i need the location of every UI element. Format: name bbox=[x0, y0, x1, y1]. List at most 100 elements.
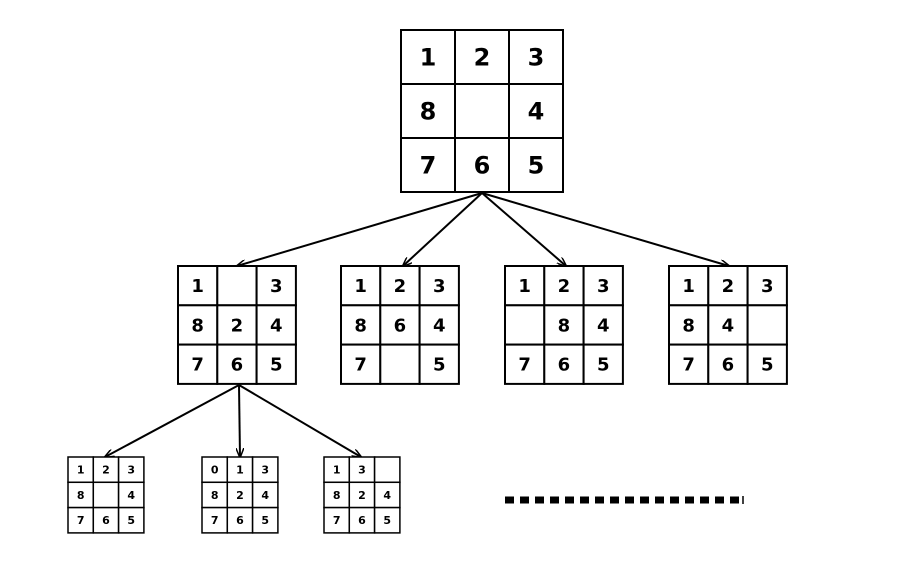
board-cell bbox=[746, 265, 788, 307]
tile-number: 2 bbox=[231, 315, 244, 336]
board-cell bbox=[177, 343, 219, 385]
board-cell bbox=[117, 506, 145, 534]
level1-board-3: 1 2 3 8 4 7 6 5 bbox=[504, 265, 624, 385]
edge-root-to-board-3 bbox=[481, 192, 566, 266]
edge-root-to-board-2 bbox=[403, 192, 483, 266]
tile-number: 7 bbox=[420, 152, 437, 180]
board-cell bbox=[400, 137, 456, 193]
board-cell bbox=[323, 506, 351, 534]
tile-number: 3 bbox=[433, 276, 446, 297]
tile-number: 7 bbox=[77, 514, 85, 527]
board-cell bbox=[454, 83, 510, 139]
tile-number: 5 bbox=[761, 355, 774, 376]
tile-number: 2 bbox=[722, 276, 735, 297]
tile-number: 7 bbox=[211, 514, 219, 527]
board-cell bbox=[216, 343, 258, 385]
tile-number: 4 bbox=[528, 98, 545, 126]
tile-number: 5 bbox=[270, 355, 283, 376]
tile-number: 4 bbox=[127, 489, 135, 502]
tile-number: 3 bbox=[127, 464, 135, 477]
board-cell bbox=[117, 456, 145, 484]
tile-number: 7 bbox=[518, 355, 531, 376]
tile-number: 6 bbox=[236, 514, 244, 527]
edge-root-to-board-1 bbox=[237, 192, 483, 266]
board-cell bbox=[504, 343, 546, 385]
tile-number: 2 bbox=[236, 489, 244, 502]
board-cell bbox=[226, 481, 254, 509]
board-cell bbox=[379, 343, 421, 385]
tile-number: 1 bbox=[420, 44, 437, 72]
tile-number: 1 bbox=[333, 464, 341, 477]
puzzle-boards: 1 2 3 8 4 7 6 5 1 3 8 2 4 7 6 5 1 2 3 8 6 4 7 5 1 2 3 8 4 7 6 5 1 2 3 8 4 7 6 5… bbox=[67, 29, 788, 534]
tile-number: 1 bbox=[682, 276, 695, 297]
tile-number: 4 bbox=[383, 489, 391, 502]
board-cell bbox=[400, 83, 456, 139]
board-cell bbox=[216, 304, 258, 346]
board-cell bbox=[746, 304, 788, 346]
tile-number: 1 bbox=[236, 464, 244, 477]
board-cell bbox=[92, 481, 120, 509]
tile-number: 4 bbox=[261, 489, 269, 502]
tile-number: 7 bbox=[333, 514, 341, 527]
tile-number: 5 bbox=[261, 514, 269, 527]
tile-number: 7 bbox=[354, 355, 367, 376]
board-cell bbox=[373, 456, 401, 484]
tile-number: 2 bbox=[394, 276, 407, 297]
tile-number: 7 bbox=[682, 355, 695, 376]
tile-number: 8 bbox=[682, 315, 695, 336]
tile-number: 2 bbox=[558, 276, 571, 297]
board-cell bbox=[255, 304, 297, 346]
tile-number: 3 bbox=[597, 276, 610, 297]
tile-number: 2 bbox=[474, 44, 491, 72]
board-cell bbox=[340, 304, 382, 346]
board-cell bbox=[348, 481, 376, 509]
board-cell bbox=[582, 343, 624, 385]
edge-board-1-to-child-2 bbox=[239, 384, 240, 457]
board-cell bbox=[707, 265, 749, 307]
tile-number: 3 bbox=[528, 44, 545, 72]
edges-level1-to-level2 bbox=[105, 384, 361, 457]
board-cell bbox=[255, 343, 297, 385]
board-cell bbox=[418, 343, 460, 385]
tile-number: 8 bbox=[211, 489, 219, 502]
board-cell bbox=[348, 506, 376, 534]
tile-number: 6 bbox=[558, 355, 571, 376]
board-cell bbox=[668, 343, 710, 385]
tile-number: 3 bbox=[761, 276, 774, 297]
board-cell bbox=[418, 265, 460, 307]
edges-root-to-level1 bbox=[237, 192, 729, 266]
tile-number: 8 bbox=[354, 315, 367, 336]
board-cell bbox=[67, 506, 95, 534]
tile-number: 6 bbox=[474, 152, 491, 180]
board-cell bbox=[508, 137, 564, 193]
board-cell bbox=[543, 343, 585, 385]
tile-number: 5 bbox=[383, 514, 391, 527]
tile-number: 4 bbox=[433, 315, 446, 336]
board-cell bbox=[226, 456, 254, 484]
board-cell bbox=[373, 506, 401, 534]
tile-number: 4 bbox=[597, 315, 610, 336]
board-cell bbox=[373, 481, 401, 509]
tile-number: 6 bbox=[102, 514, 110, 527]
tile-number: 4 bbox=[722, 315, 735, 336]
board-cell bbox=[251, 506, 279, 534]
tile-number: 5 bbox=[597, 355, 610, 376]
tile-number: 1 bbox=[518, 276, 531, 297]
tile-number: 6 bbox=[358, 514, 366, 527]
tile-number: 3 bbox=[358, 464, 366, 477]
board-cell bbox=[668, 265, 710, 307]
tile-number: 4 bbox=[270, 315, 283, 336]
tile-number: 8 bbox=[558, 315, 571, 336]
tile-number: 6 bbox=[722, 355, 735, 376]
board-cell bbox=[216, 265, 258, 307]
edge-board-1-to-child-3 bbox=[238, 384, 361, 457]
tile-number: 8 bbox=[420, 98, 437, 126]
tile-number: 2 bbox=[358, 489, 366, 502]
tile-number: 3 bbox=[270, 276, 283, 297]
